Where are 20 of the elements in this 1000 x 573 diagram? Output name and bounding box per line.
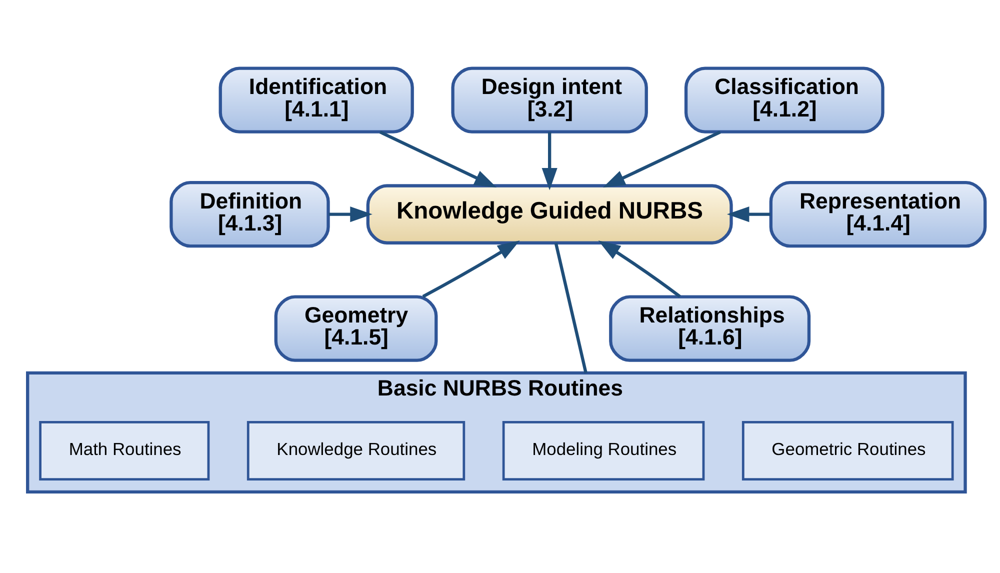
arrow: [328, 206, 372, 222]
node-box: Geometric Routines: [742, 420, 954, 480]
arrow: [726, 206, 771, 222]
node-box: Knowledge Guided NURBS: [366, 184, 733, 244]
node-box: Modeling Routines: [502, 420, 705, 480]
arrow: [598, 240, 681, 298]
arrow: [542, 132, 558, 190]
node-box: Knowledge Routines: [246, 420, 466, 480]
node-box: Representation [4.1.4]: [769, 181, 987, 248]
node-box: Relationships [4.1.6]: [609, 295, 811, 362]
node-box: Design intent [3.2]: [451, 66, 648, 134]
node-box: Geometry [4.1.5]: [274, 295, 438, 362]
node-box: Definition [4.1.3]: [170, 181, 330, 248]
arrow: [422, 240, 520, 298]
arrow: [602, 130, 721, 188]
node-box: Identification [4.1.1]: [218, 66, 414, 134]
node-box: Classification [4.1.2]: [684, 66, 884, 134]
node-box: Math Routines: [39, 420, 210, 480]
connector: [554, 242, 588, 374]
arrow: [379, 130, 497, 188]
